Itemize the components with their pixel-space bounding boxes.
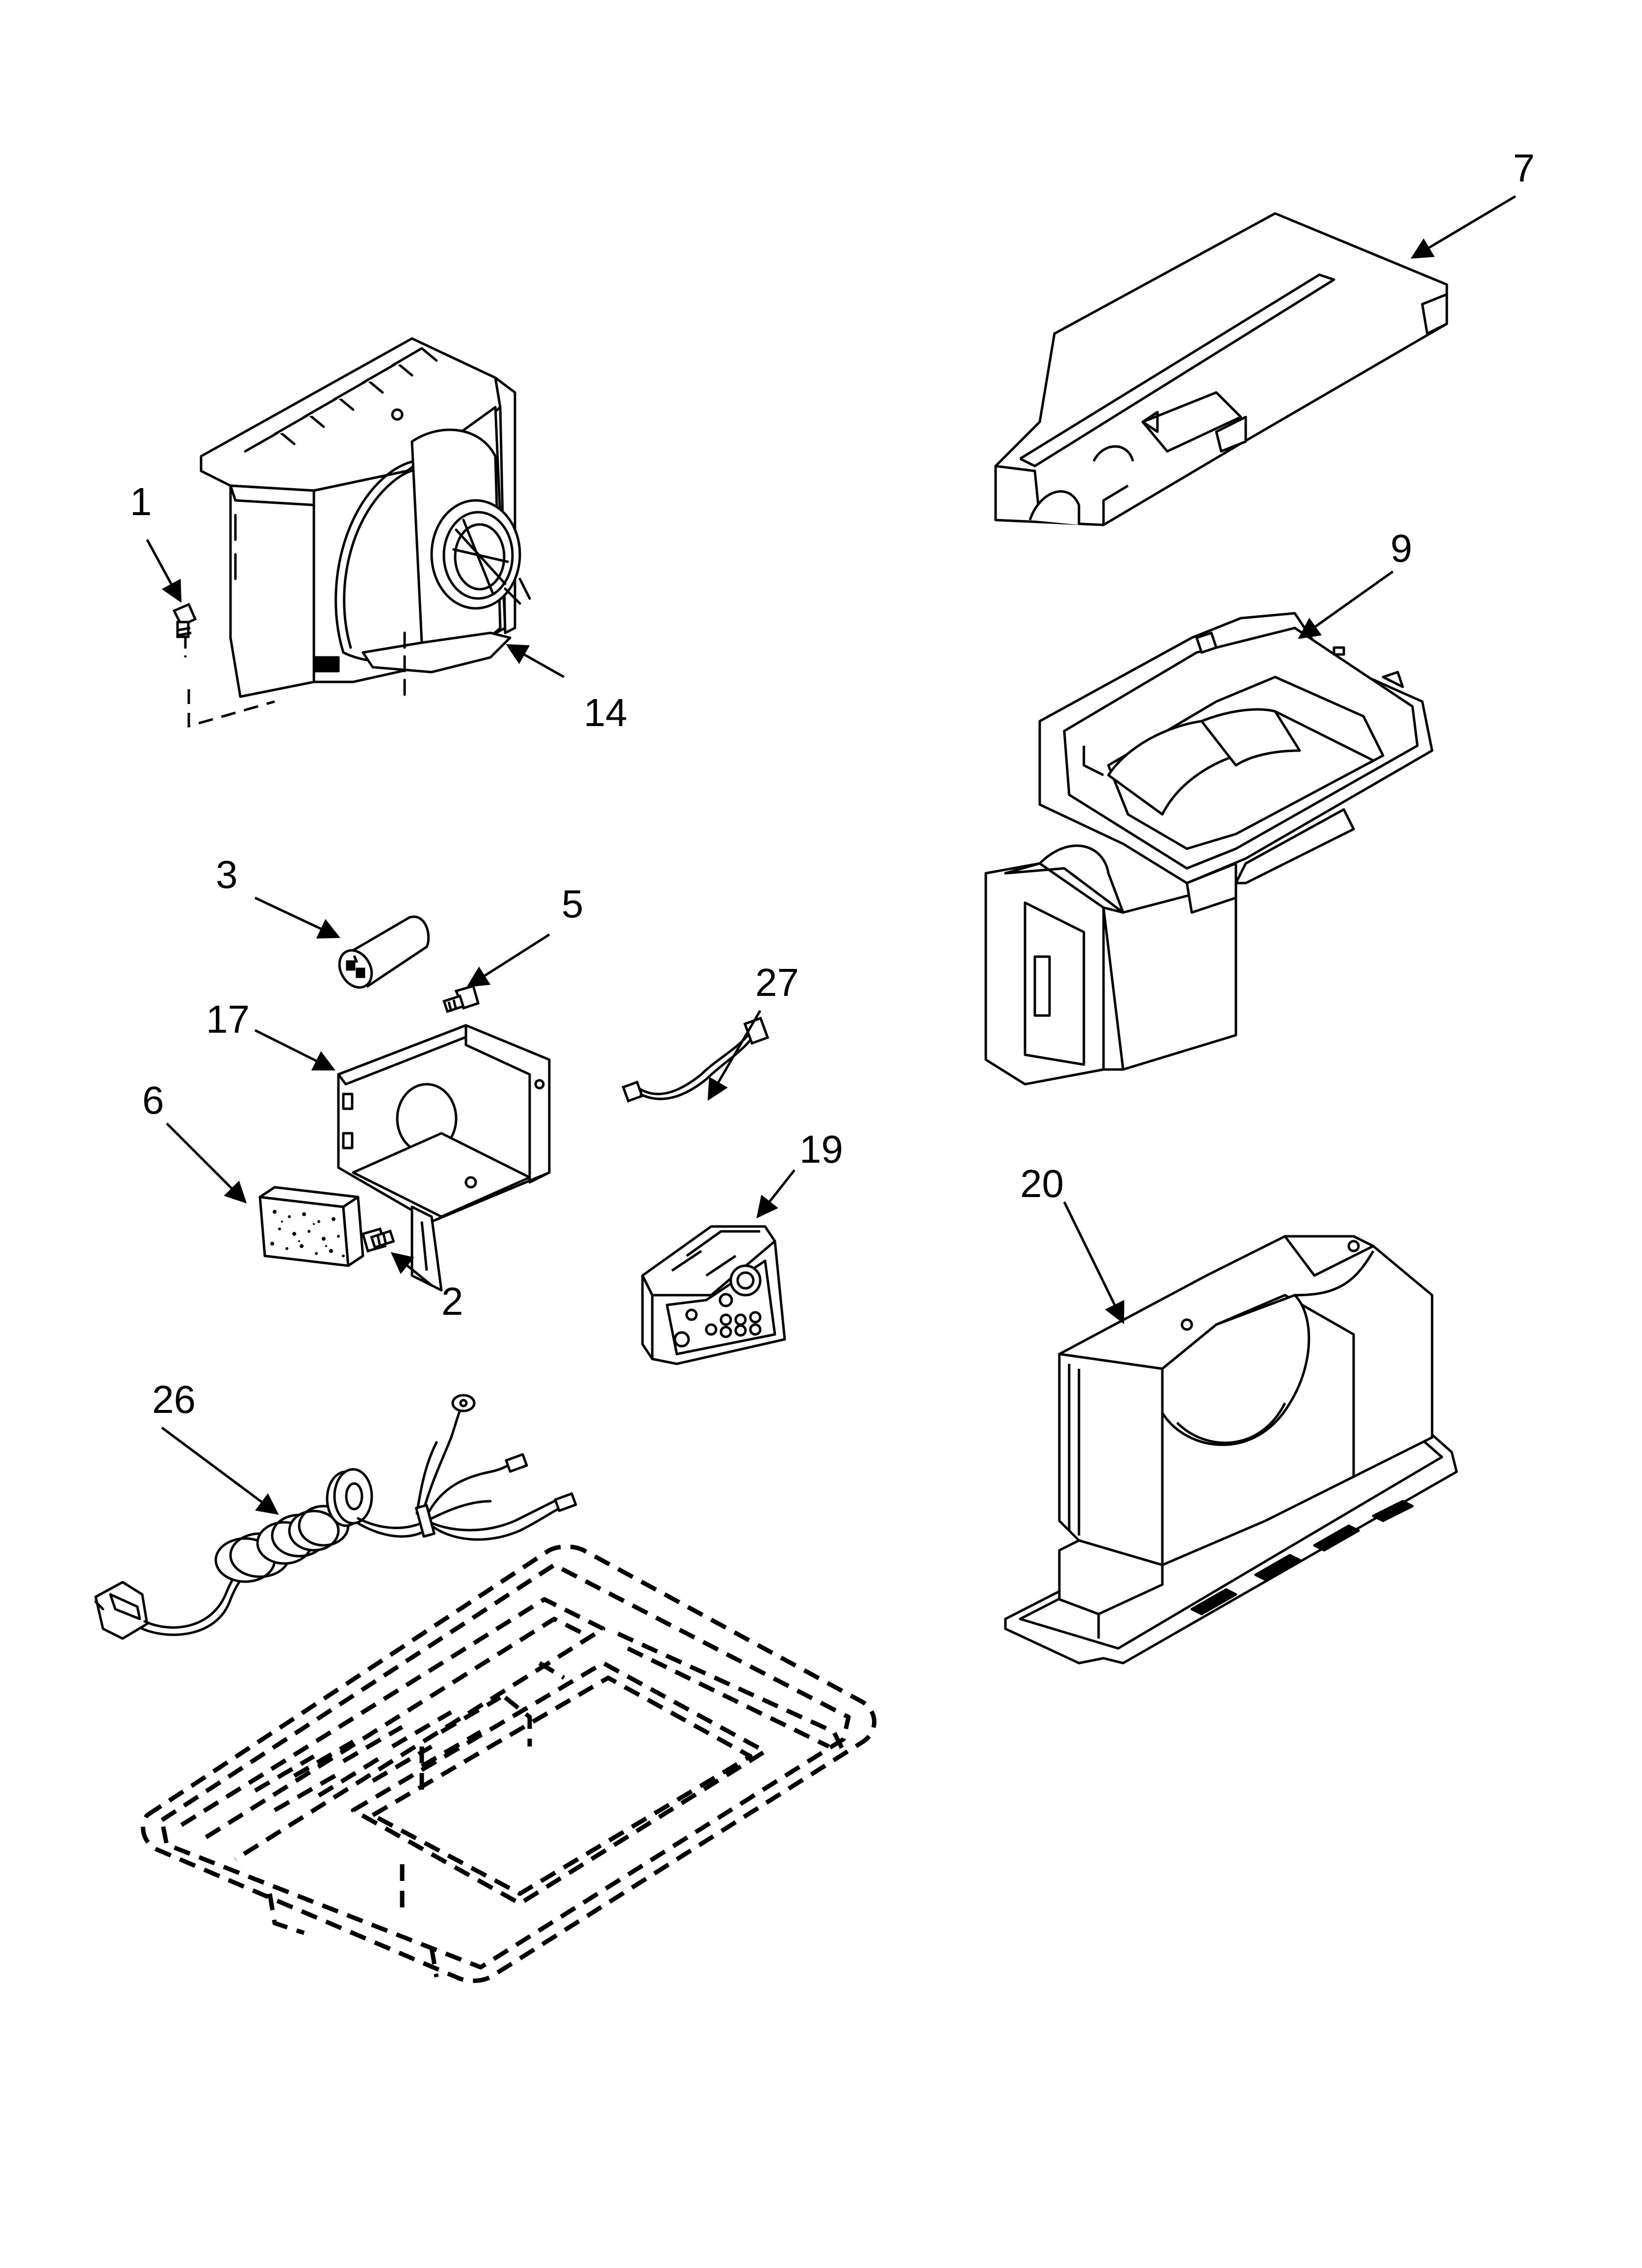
callout-leaders bbox=[146, 195, 1516, 1515]
blower-housing-part-14 bbox=[201, 339, 530, 702]
bin-liner-part-9 bbox=[986, 613, 1432, 1084]
callout-17: 17 bbox=[206, 997, 250, 1041]
ice-bin-part-20 bbox=[1005, 1236, 1457, 1663]
callout-19: 19 bbox=[799, 1127, 843, 1171]
leader-7 bbox=[1411, 195, 1516, 259]
callout-5: 5 bbox=[562, 882, 584, 926]
callout-7: 7 bbox=[1513, 146, 1535, 190]
leader-6 bbox=[166, 1122, 247, 1204]
leader-17 bbox=[254, 1029, 335, 1071]
callout-26: 26 bbox=[152, 1378, 196, 1421]
leader-19 bbox=[756, 1169, 795, 1219]
leader-20 bbox=[1063, 1201, 1125, 1324]
foam-pad-part-6 bbox=[260, 1187, 363, 1266]
screw-part-5 bbox=[444, 986, 478, 1012]
capacitor-part-3 bbox=[333, 917, 429, 993]
callout-3: 3 bbox=[216, 853, 238, 896]
cover-part-7 bbox=[996, 213, 1447, 525]
callout-6: 6 bbox=[142, 1078, 164, 1122]
screw-part-1 bbox=[174, 604, 275, 726]
leader-3 bbox=[254, 896, 340, 939]
callout-labels: 1 14 7 9 3 5 17 27 6 19 2 20 26 bbox=[130, 146, 1535, 1421]
leader-5 bbox=[466, 933, 550, 988]
leader-27 bbox=[707, 1010, 762, 1101]
wire-harness-part-26 bbox=[96, 1395, 576, 1639]
callout-20: 20 bbox=[1020, 1162, 1064, 1205]
leader-1 bbox=[146, 539, 182, 603]
callout-27: 27 bbox=[755, 961, 799, 1004]
wire-jumper-part-27 bbox=[623, 1018, 768, 1101]
screw-part-2 bbox=[363, 1229, 393, 1251]
callout-9: 9 bbox=[1390, 526, 1412, 570]
callout-1: 1 bbox=[130, 480, 152, 523]
callout-14: 14 bbox=[584, 691, 627, 734]
base-frame-dashed bbox=[143, 1547, 874, 1981]
callout-2: 2 bbox=[441, 1279, 463, 1323]
leader-9 bbox=[1298, 570, 1394, 639]
control-bracket-part-17 bbox=[338, 1025, 549, 1290]
leader-14 bbox=[506, 644, 565, 678]
control-board-part-19 bbox=[642, 1226, 785, 1364]
leader-26 bbox=[161, 1426, 279, 1515]
leader-2 bbox=[390, 1252, 433, 1286]
